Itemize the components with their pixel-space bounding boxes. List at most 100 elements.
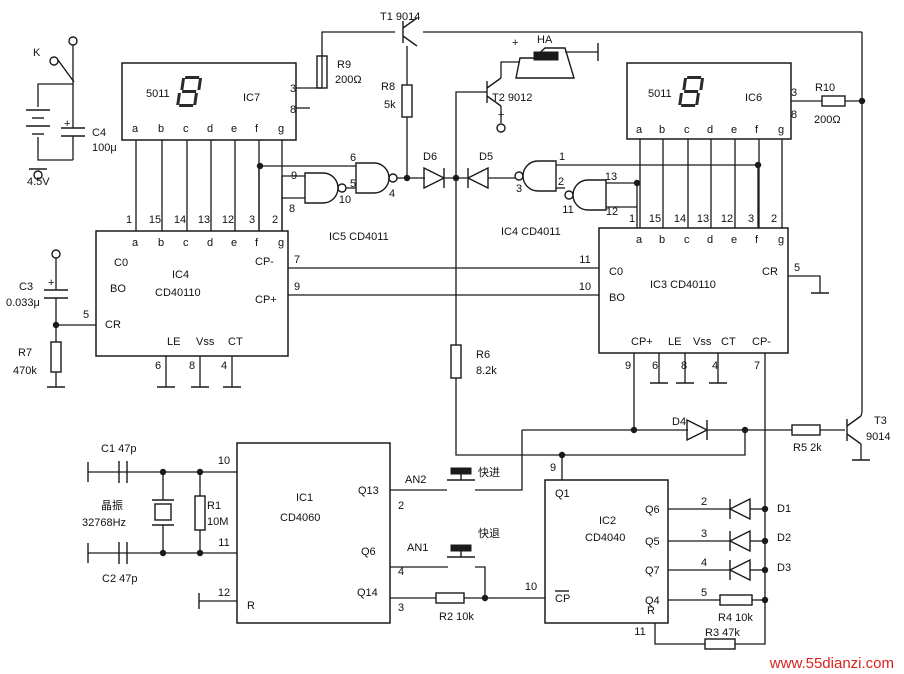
pin-number: 2 — [272, 214, 278, 226]
gate-bubble — [337, 183, 347, 193]
an1-label: AN1 — [407, 542, 428, 554]
junction-dot — [761, 566, 769, 574]
ic4-top-pin-label: b — [158, 237, 164, 249]
ic5-gate-a — [355, 162, 398, 194]
gate-body — [522, 160, 557, 192]
pin-number: 9 — [625, 360, 631, 372]
watermark-text: www.55dianzi.com — [769, 655, 894, 672]
pin-number: 3 — [748, 213, 754, 225]
ic1-label: IC1 — [296, 492, 313, 504]
pin-number: 9 — [291, 170, 297, 182]
ic2-pin-q: Q6 — [645, 504, 660, 516]
segment — [181, 90, 197, 93]
ic1-pin-r: R — [247, 600, 255, 612]
ic6-seven-segment — [678, 76, 705, 107]
pin-number: 3 — [290, 83, 296, 95]
ic2-reset-lead — [654, 623, 705, 645]
r6-label: R6 — [476, 349, 490, 361]
segment — [178, 104, 194, 107]
junction-dot — [741, 426, 749, 434]
segment — [193, 93, 198, 105]
transistor-collector — [402, 17, 418, 29]
pin-number: 2 — [398, 500, 404, 512]
pin-number: 5 — [701, 587, 707, 599]
r10-resistor — [821, 95, 846, 107]
ic4-part-number: CD40110 — [155, 287, 201, 299]
t2-plus: + — [498, 109, 504, 121]
ic3-top-pin-label: g — [778, 234, 784, 246]
r7-value: 470k — [13, 365, 37, 377]
r6-value: 8.2k — [476, 365, 497, 377]
d5-diode — [466, 166, 489, 190]
pin-number: 8 — [681, 360, 687, 372]
ha-label: HA — [537, 34, 553, 46]
c3-capacitor — [44, 289, 68, 299]
ic3-top-pin-label: d — [707, 234, 713, 246]
pin-number: 8 — [791, 109, 797, 121]
pin-number: 7 — [294, 254, 300, 266]
segment — [176, 93, 181, 105]
ic1-pin-q6: Q6 — [361, 546, 376, 558]
ic7-pin-label: c — [183, 123, 189, 135]
ic4-pin-c0: C0 — [114, 257, 128, 269]
transistor-emitter — [402, 35, 418, 47]
pin-number: 11 — [634, 626, 645, 638]
d1-diode — [728, 497, 751, 521]
c2-capacitor — [118, 542, 128, 564]
r4-resistor — [719, 594, 753, 606]
r3-resistor — [704, 638, 736, 650]
pin-number: 4 — [701, 557, 707, 569]
d5-label: D5 — [479, 151, 493, 163]
ic3-cr-ground-lead — [788, 275, 821, 293]
r2-label: R2 10k — [439, 611, 474, 623]
ic4-top-pin-label: a — [132, 237, 139, 249]
ic3-top-pin-label: c — [684, 234, 690, 246]
pin-number: 2 — [558, 176, 564, 188]
ic6-pin-label: e — [731, 124, 737, 136]
gate-body — [304, 172, 339, 204]
pin-number: 4 — [398, 566, 404, 578]
r7-label: R7 — [18, 347, 32, 359]
ic3-bottom-pin: CT — [721, 336, 736, 348]
ic3-pin-bo: BO — [609, 292, 625, 304]
r1-label: R1 — [207, 500, 221, 512]
ic4-bottom-pin: CT — [228, 336, 243, 348]
segment — [184, 76, 200, 79]
t2-base-lead — [455, 91, 487, 178]
pin-number: 4 — [221, 360, 227, 372]
ic3-bottom-pin: CP+ — [631, 336, 653, 348]
ic4-top-pin-label: f — [255, 237, 259, 249]
junction-dot — [630, 426, 638, 434]
t1-label: T1 9014 — [380, 11, 420, 23]
ic6-pin-label: c — [684, 124, 690, 136]
an1-name: 快退 — [478, 527, 500, 540]
pin-number: 4 — [389, 188, 395, 200]
d4-label: D4 — [672, 416, 686, 428]
ic4-top-pin-label: c — [183, 237, 189, 249]
c3-label: C3 — [19, 281, 33, 293]
ic7-pin-label: e — [231, 123, 237, 135]
pin-number: 8 — [289, 203, 295, 215]
pin-number: 1 — [629, 213, 635, 225]
r9-label: R9 — [337, 59, 351, 71]
t1-transistor — [402, 17, 418, 47]
diode-body — [728, 529, 751, 553]
ic4-pin-bo: BO — [110, 283, 126, 295]
pin-number: 8 — [290, 104, 296, 116]
pin-number: 3 — [701, 528, 707, 540]
k-switch-label: K — [33, 47, 41, 59]
ic6-pin-label: f — [755, 124, 759, 136]
transistor-collector — [486, 77, 502, 89]
ic3-bottom-pin: Vss — [693, 336, 712, 348]
pin-number: 3 — [249, 214, 255, 226]
segment — [680, 104, 696, 107]
r9-value: 200Ω — [335, 74, 362, 86]
pin-number: 14 — [174, 214, 186, 226]
ic6-part-number: 5011 — [648, 88, 672, 100]
ic3-top-pin-label: b — [659, 234, 665, 246]
an2-name: 快进 — [478, 466, 500, 479]
wire-layer — [37, 31, 866, 645]
pin-number: 5 — [794, 262, 800, 274]
r6-resistor — [450, 344, 462, 379]
segment — [682, 78, 688, 90]
